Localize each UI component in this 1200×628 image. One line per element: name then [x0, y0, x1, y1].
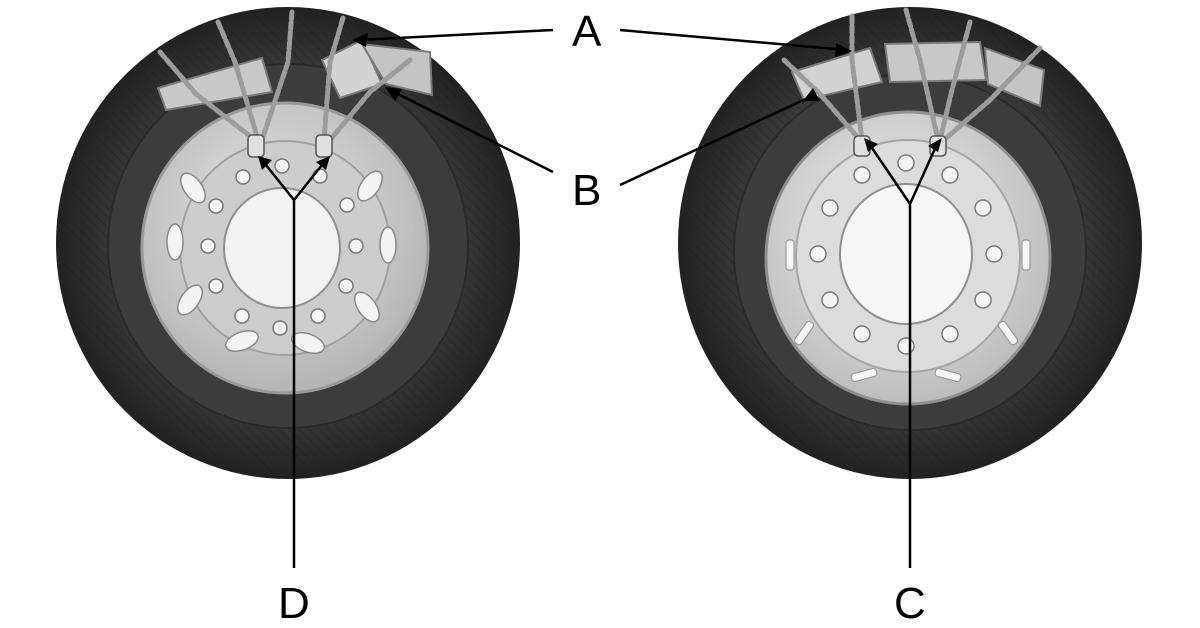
callout-d: D	[278, 579, 310, 628]
left-centre-hole	[223, 187, 341, 309]
arrowhead-b-left	[385, 87, 402, 101]
right-wheel	[678, 7, 1142, 479]
callout-c: C	[894, 579, 926, 628]
leader-arrowheads	[258, 33, 942, 170]
leader-b-right	[619, 96, 809, 187]
left-vent-holes	[166, 170, 397, 355]
arrowhead-a-left	[352, 33, 368, 47]
leader-a-right	[619, 28, 848, 52]
left-bolt-holes	[200, 158, 364, 336]
right-chains	[781, 7, 1043, 143]
arrowhead-a-right	[835, 43, 852, 57]
callout-a: A	[572, 7, 602, 56]
arrowhead-b-right	[803, 88, 820, 101]
leader-lines	[261, 28, 940, 568]
left-hooks	[247, 134, 333, 158]
right-bolt-holes	[809, 154, 1003, 355]
right-centre-hole	[839, 183, 973, 325]
leader-a-left	[357, 28, 554, 42]
left-chains	[157, 9, 413, 143]
arrowhead-d-right	[316, 156, 330, 170]
right-tensioner-plate-2	[883, 40, 988, 84]
arrowhead-c-right	[928, 138, 942, 152]
leader-b-left	[389, 88, 554, 174]
callout-b: B	[572, 166, 601, 215]
arrowhead-d-left	[258, 156, 272, 170]
arrowhead-c-left	[864, 138, 878, 152]
left-wheel	[56, 7, 520, 479]
right-rim-vents	[785, 239, 1031, 383]
left-tensioner-plate-1	[156, 56, 274, 112]
